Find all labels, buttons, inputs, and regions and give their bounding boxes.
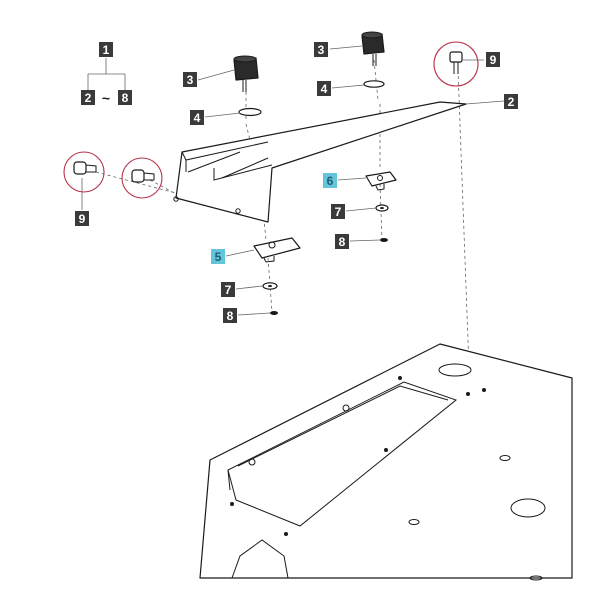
- bracket-part: [173, 101, 467, 223]
- screw-left-b-marker: [121, 157, 163, 199]
- callout-1: 1: [99, 42, 113, 57]
- washer-right: [363, 80, 385, 88]
- callout-9-top: 9: [486, 52, 500, 67]
- callout-2-bracket: 2: [504, 94, 518, 109]
- washer-7-right-hole: [380, 207, 384, 209]
- callout-3-left: 3: [183, 72, 197, 87]
- nut-8-left: [270, 311, 278, 315]
- screw-left-b: [131, 169, 155, 183]
- svg-text:2: 2: [508, 95, 515, 109]
- nut-8-right: [380, 238, 388, 242]
- svg-text:3: 3: [187, 73, 194, 87]
- svg-text:1: 1: [103, 43, 110, 57]
- callout-4-right: 4: [317, 81, 331, 96]
- screw-top-marker: [433, 41, 479, 87]
- clamp-plate-5: [253, 237, 301, 263]
- callout-8-right: 8: [335, 234, 349, 249]
- washer-7-left-hole: [268, 285, 272, 287]
- svg-text:4: 4: [194, 111, 201, 125]
- washer-left: [238, 107, 262, 117]
- screw-left-a-marker: [63, 151, 105, 193]
- svg-text:6: 6: [327, 174, 334, 188]
- svg-text:2: 2: [85, 91, 92, 105]
- svg-text:5: 5: [215, 250, 222, 264]
- thumb-screw-left: [233, 55, 259, 92]
- range-tilde: ~: [102, 90, 110, 106]
- screw-top: [449, 51, 463, 74]
- leader-lines: [81, 45, 505, 316]
- callout-1-group: [87, 58, 126, 90]
- assembly-lines: [95, 59, 471, 396]
- svg-text:7: 7: [335, 205, 342, 219]
- svg-text:4: 4: [321, 82, 328, 96]
- thumb-screw-right: [361, 31, 385, 66]
- svg-text:3: 3: [318, 43, 325, 57]
- svg-text:8: 8: [227, 309, 234, 323]
- svg-text:8: 8: [122, 91, 129, 105]
- callout-8-left: 8: [223, 308, 237, 323]
- callout-6: 6: [323, 173, 337, 188]
- callout-5: 5: [211, 249, 225, 264]
- callout-8-range-end: 8: [118, 90, 132, 105]
- callout-4-left: 4: [190, 110, 204, 125]
- clamp-plate-6: [365, 171, 397, 191]
- callout-7-right: 7: [331, 204, 345, 219]
- svg-text:7: 7: [225, 283, 232, 297]
- machine-body: [199, 343, 573, 581]
- callout-2-range-start: 2: [81, 90, 95, 105]
- callout-7-left: 7: [221, 282, 235, 297]
- callout-9-left: 9: [75, 211, 89, 226]
- screw-left-a: [73, 161, 97, 175]
- svg-text:9: 9: [79, 212, 86, 226]
- callout-3-right: 3: [314, 42, 328, 57]
- svg-text:9: 9: [490, 53, 497, 67]
- svg-text:8: 8: [339, 235, 346, 249]
